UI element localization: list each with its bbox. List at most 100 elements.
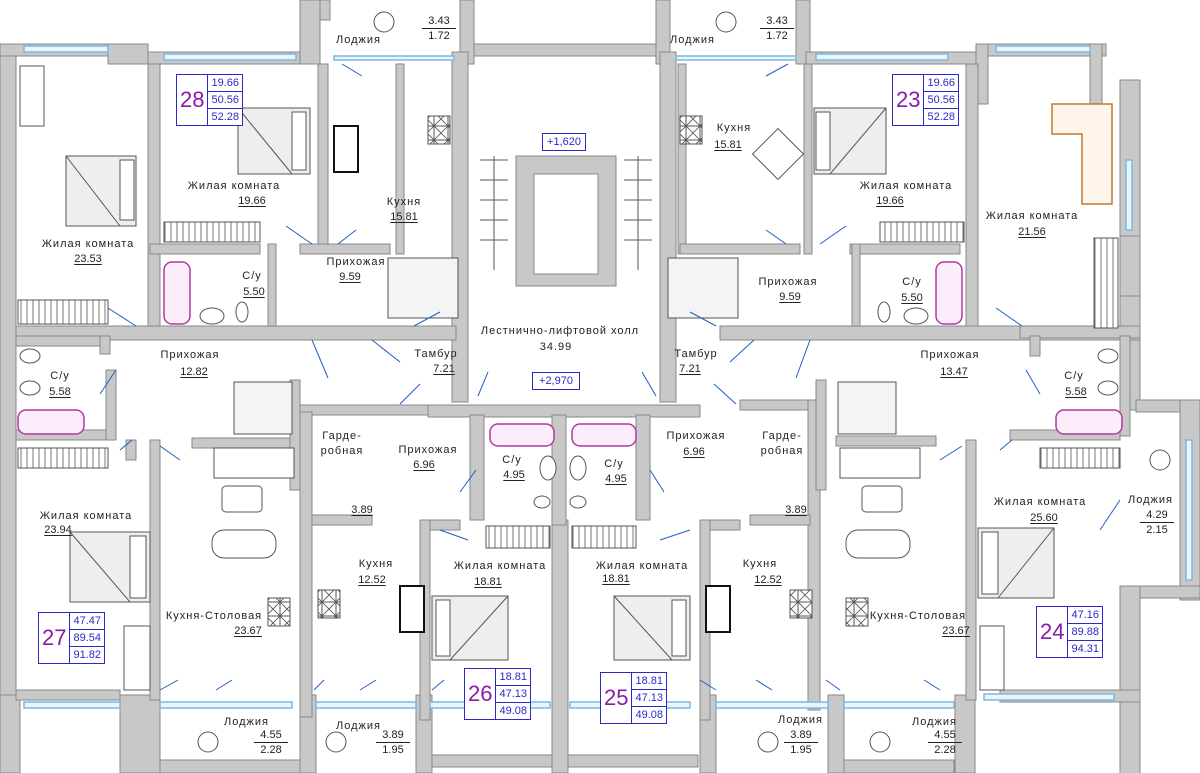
loggia-area-bottom: 1.72 (766, 30, 788, 42)
apartment-number: 25 (604, 685, 629, 710)
room-name: Кухня (358, 558, 394, 570)
room-name: Гарде- (322, 430, 362, 442)
room-area: 5.50 (901, 292, 923, 304)
room-name: Жилая комната (985, 210, 1079, 222)
room-name: Прихожая (920, 349, 980, 361)
room-area: 5.58 (49, 386, 71, 398)
loggia-area-top: 4.55 (928, 728, 962, 743)
level-mark-mid: +2,970 (532, 372, 580, 390)
loggia-area-bottom: 2.28 (934, 744, 956, 756)
room-area: 18.81 (474, 576, 502, 588)
loggia-area-bottom: 2.28 (260, 744, 282, 756)
room-area: 19.66 (876, 195, 904, 207)
living-area: 19.66 (208, 75, 243, 92)
total-area: 91.82 (73, 649, 102, 661)
apartment-28-badge: 28 19.66 50.56 52.28 (176, 74, 244, 126)
room-area: 23.67 (942, 625, 970, 637)
loggia-area-bottom: 1.72 (428, 30, 450, 42)
room-name: Жилая комната (453, 560, 547, 572)
loggia-area-top: 3.43 (760, 14, 794, 29)
room-name: Кухня (742, 558, 778, 570)
apartment-number: 27 (42, 625, 67, 650)
room-name: Кухня (716, 122, 752, 134)
room-name: Гарде- (762, 430, 802, 442)
room-area: 5.50 (243, 286, 265, 298)
room-area: 3.89 (785, 504, 807, 516)
room-area: 4.95 (605, 473, 627, 485)
room-name: Тамбур (414, 348, 458, 360)
room-name: Жилая комната (187, 180, 281, 192)
apartment-number: 26 (468, 681, 493, 706)
room-area: 9.59 (339, 271, 361, 283)
room-area: 25.60 (1030, 512, 1058, 524)
total-area: 52.28 (927, 111, 956, 123)
apartment-24-badge: 24 47.16 89.88 94.31 (1036, 606, 1104, 658)
apartment-25-badge: 25 18.81 47.13 49.08 (600, 672, 668, 724)
apartment-27-badge: 27 47.47 89.54 91.82 (38, 612, 106, 664)
room-name: Кухня (386, 196, 422, 208)
room-area: 12.52 (358, 574, 386, 586)
loggia-area: 4.29 2.15 (1140, 508, 1174, 537)
room-area: 12.82 (180, 366, 208, 378)
loggia-label: Лоджия (336, 34, 381, 46)
apartment-26-badge: 26 18.81 47.13 49.08 (464, 668, 532, 720)
loggia-area: 3.43 1.72 (422, 14, 456, 43)
room-area: 7.21 (679, 363, 701, 375)
loggia-area-bottom: 2.15 (1146, 524, 1168, 536)
room-name: Жилая комната (859, 180, 953, 192)
room-name: С/у (502, 454, 522, 466)
loggia-area-bottom: 1.95 (790, 744, 812, 756)
room-area: 9.59 (779, 291, 801, 303)
living-area: 47.16 (1068, 607, 1103, 624)
room-area: 4.95 (503, 469, 525, 481)
loggia-area-top: 3.89 (784, 728, 818, 743)
room-name: С/у (902, 276, 922, 288)
room-area: 23.53 (74, 253, 102, 265)
loggia-area-bottom: 1.95 (382, 744, 404, 756)
loggia-label: Лоджия (778, 714, 823, 726)
bed-icon (813, 107, 887, 175)
room-area: 34.99 (539, 341, 573, 353)
loggia-area-top: 3.89 (376, 728, 410, 743)
living-area: 18.81 (632, 673, 667, 690)
room-name: Тамбур (674, 348, 718, 360)
room-area: 12.52 (754, 574, 782, 586)
room-name: Прихожая (398, 444, 458, 456)
room-name: Кухня-Столовая (165, 610, 263, 622)
loggia-area: 3.89 1.95 (376, 728, 410, 757)
apartment-23-badge: 23 19.66 50.56 52.28 (892, 74, 960, 126)
room-name: Жилая комната (993, 496, 1087, 508)
room-area: 7.21 (433, 363, 455, 375)
bed-icon (237, 107, 311, 175)
room-name: Лестнично-лифтовой холл (480, 325, 640, 337)
room-name: С/у (604, 458, 624, 470)
loggia-label: Лоджия (912, 716, 957, 728)
living-area: 19.66 (924, 75, 959, 92)
apartment-number: 24 (1040, 619, 1065, 644)
usable-area: 50.56 (924, 92, 959, 109)
loggia-label: Лоджия (336, 720, 381, 732)
furniture (17, 11, 1171, 753)
loggia-area: 4.55 2.28 (254, 728, 288, 757)
bed-icon (977, 527, 1055, 599)
room-name: Прихожая (666, 430, 726, 442)
loggia-area: 3.43 1.72 (760, 14, 794, 43)
loggia-area-top: 4.29 (1140, 508, 1174, 523)
loggia-area-top: 4.55 (254, 728, 288, 743)
bed-icon (65, 155, 137, 227)
usable-area: 50.56 (208, 92, 243, 109)
door-arcs (99, 63, 1121, 691)
usable-area: 89.54 (70, 630, 105, 647)
room-area: 15.81 (390, 211, 418, 223)
room-name: Жилая комната (39, 510, 133, 522)
room-name: Жилая комната (595, 560, 689, 572)
room-name: робная (760, 445, 804, 457)
loggia-area-top: 3.43 (422, 14, 456, 29)
room-name: Прихожая (160, 349, 220, 361)
level-mark-top: +1,620 (542, 133, 586, 151)
usable-area: 89.88 (1068, 624, 1103, 641)
bed-icon (431, 595, 509, 661)
room-name: С/у (50, 370, 70, 382)
room-area: 6.96 (413, 459, 435, 471)
